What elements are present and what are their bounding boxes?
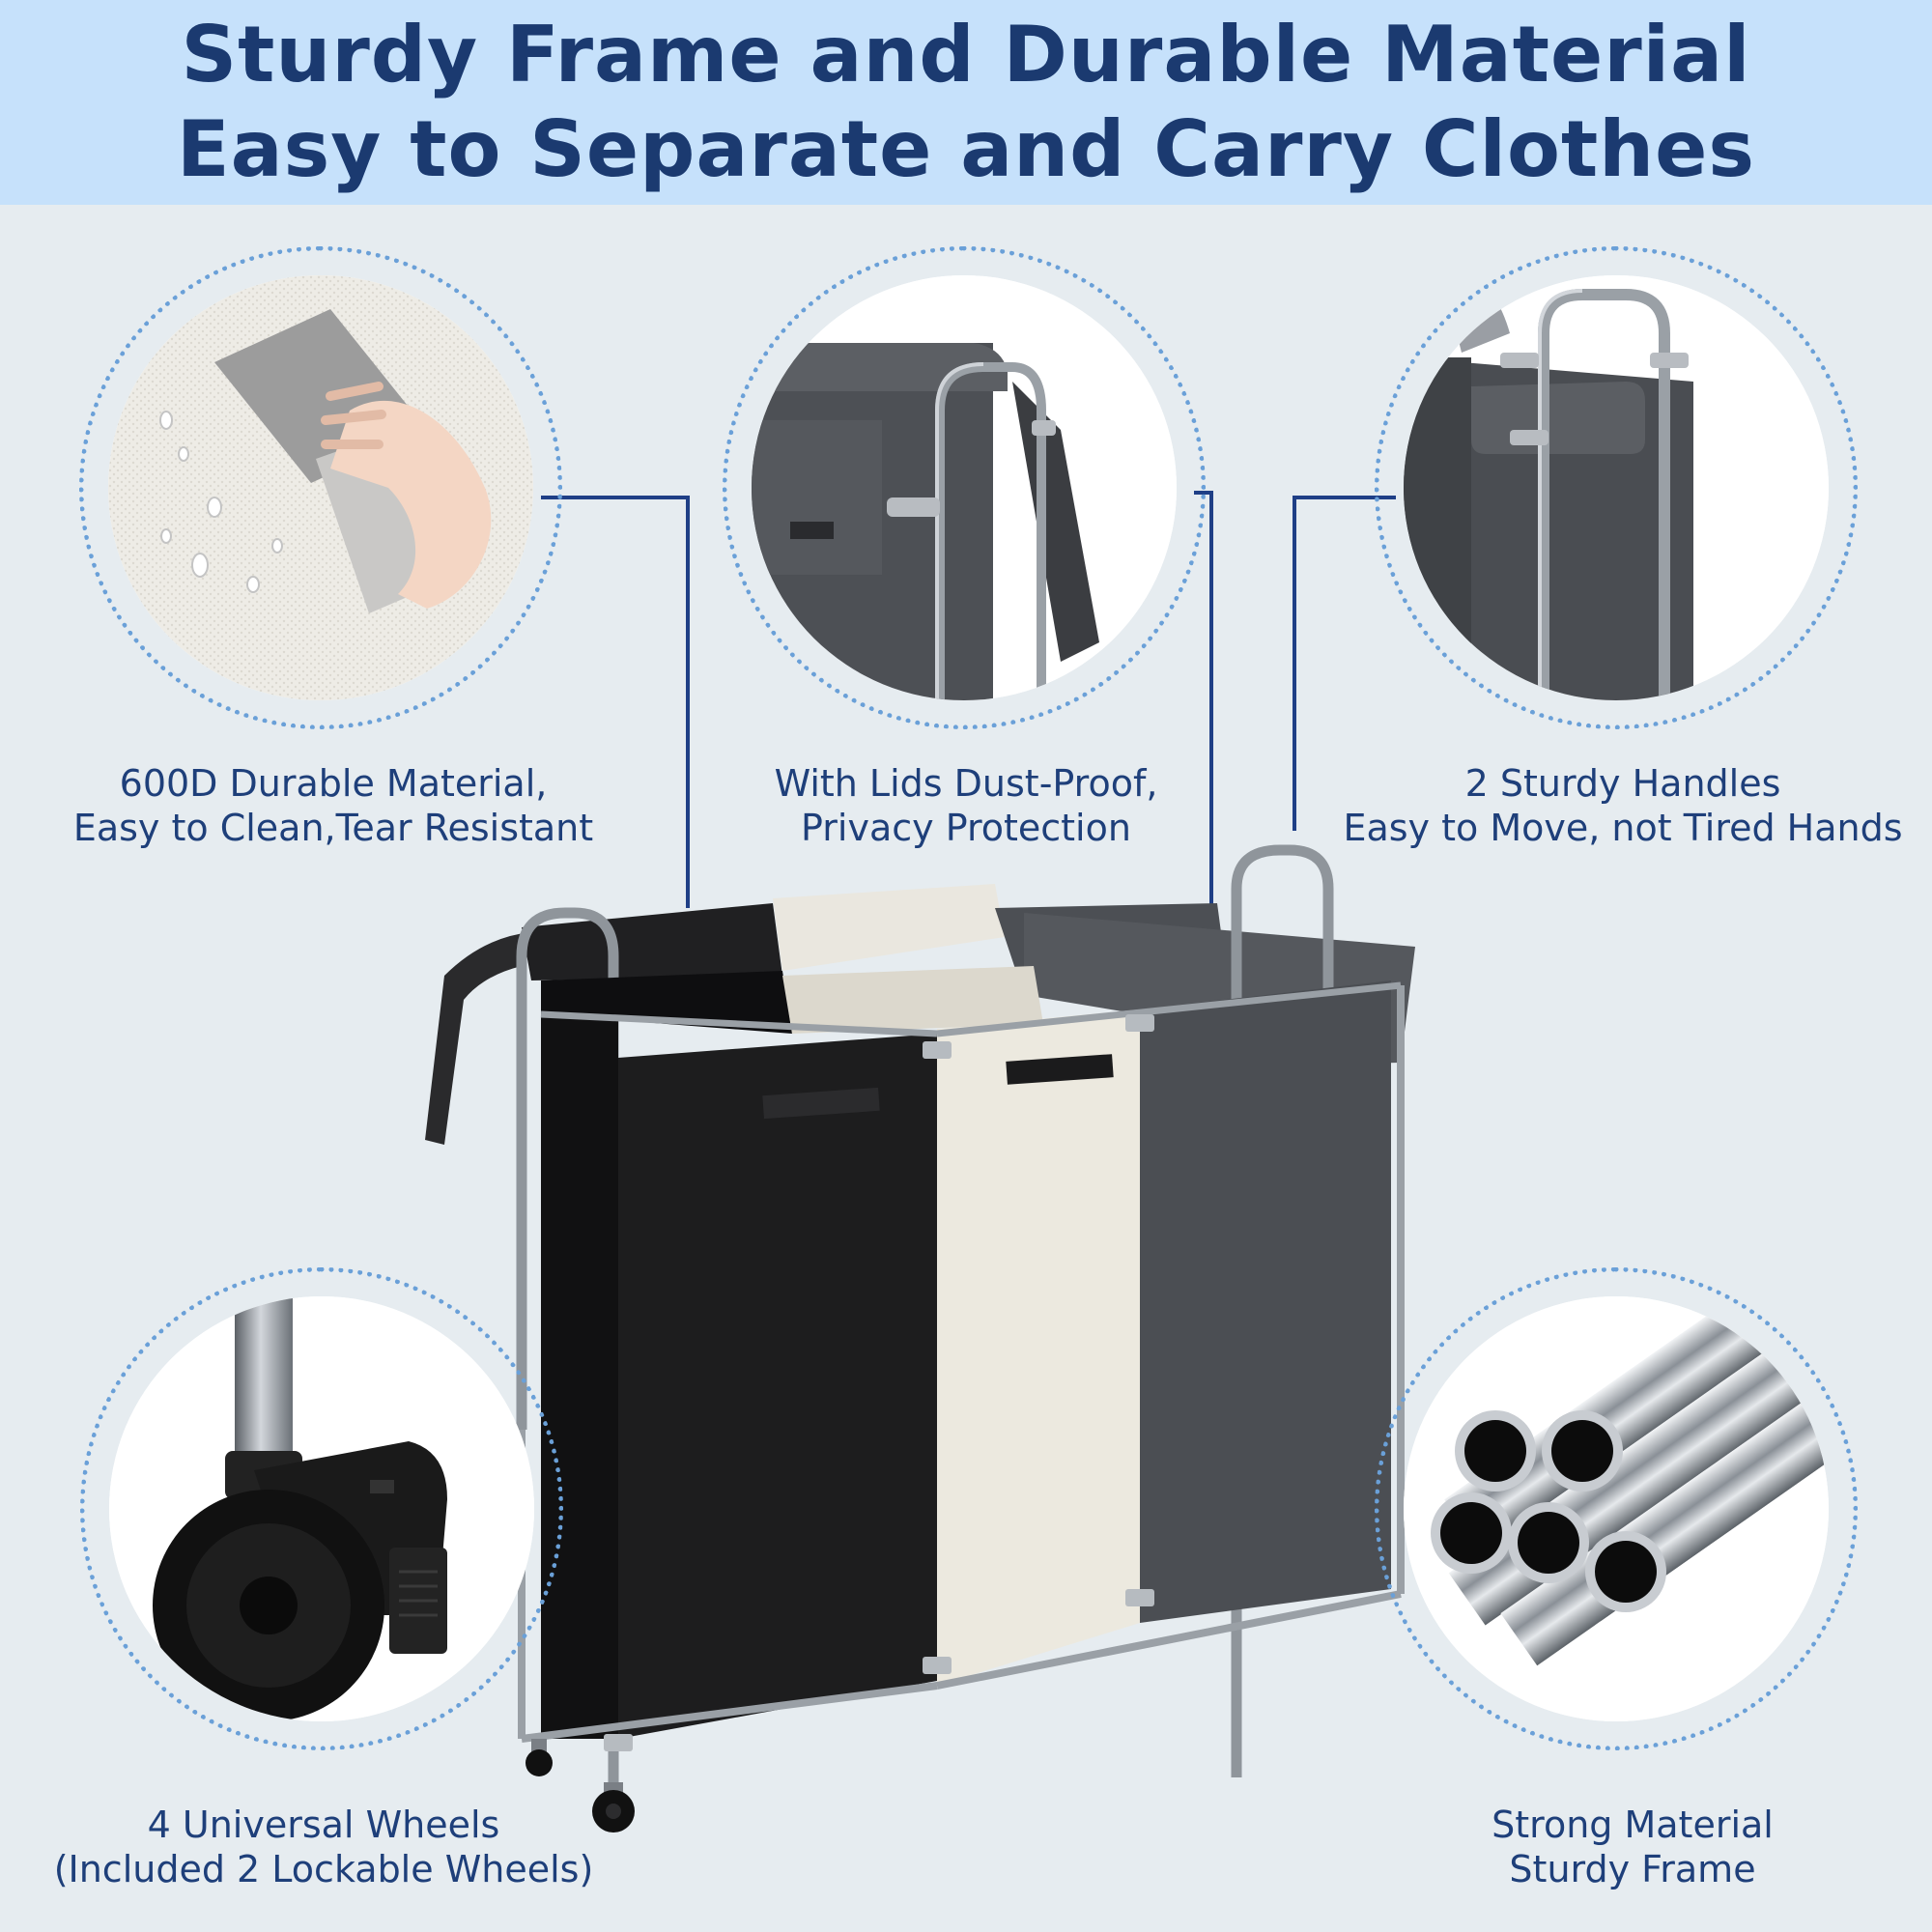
wheels-caption-line-1: 4 Universal Wheels xyxy=(147,1804,500,1846)
frame-caption-line-2: Sturdy Frame xyxy=(1509,1848,1756,1890)
steel-tubes-image xyxy=(1404,1296,1829,1721)
laundry-sorter-image xyxy=(425,844,1415,1833)
header-banner: Sturdy Frame and Durable Material Easy t… xyxy=(0,0,1932,205)
lids-circle-ring xyxy=(723,246,1206,729)
handles-circle-ring xyxy=(1375,246,1858,729)
material-caption-line-1: 600D Durable Material, xyxy=(119,762,548,805)
wheels-caption-line-2: (Included 2 Lockable Wheels) xyxy=(53,1848,594,1890)
headline-line-2: Easy to Separate and Carry Clothes xyxy=(176,104,1756,194)
handles-caption: 2 Sturdy Handles Easy to Move, not Tired… xyxy=(1314,761,1932,850)
material-caption: 600D Durable Material, Easy to Clean,Tea… xyxy=(39,761,628,850)
material-circle-ring xyxy=(79,246,562,729)
lids-caption-line-2: Privacy Protection xyxy=(801,807,1131,849)
frame-caption-line-1: Strong Material xyxy=(1492,1804,1774,1846)
frame-caption: Strong Material Sturdy Frame xyxy=(1352,1803,1913,1891)
handles-caption-line-2: Easy to Move, not Tired Hands xyxy=(1343,807,1903,849)
handle-closeup-image xyxy=(1404,275,1829,700)
fabric-wipe-image xyxy=(108,275,533,700)
frame-circle-ring xyxy=(1375,1267,1858,1750)
material-caption-line-2: Easy to Clean,Tear Resistant xyxy=(72,807,594,849)
lids-caption: With Lids Dust-Proof, Privacy Protection xyxy=(676,761,1256,850)
headline-line-1: Sturdy Frame and Durable Material xyxy=(181,10,1751,99)
lids-caption-line-1: With Lids Dust-Proof, xyxy=(774,762,1158,805)
caster-wheel-image xyxy=(109,1296,534,1721)
handles-caption-line-1: 2 Sturdy Handles xyxy=(1464,762,1781,805)
wheels-circle-ring xyxy=(80,1267,563,1750)
wheels-caption: 4 Universal Wheels (Included 2 Lockable … xyxy=(34,1803,613,1891)
lid-closeup-image xyxy=(752,275,1177,700)
